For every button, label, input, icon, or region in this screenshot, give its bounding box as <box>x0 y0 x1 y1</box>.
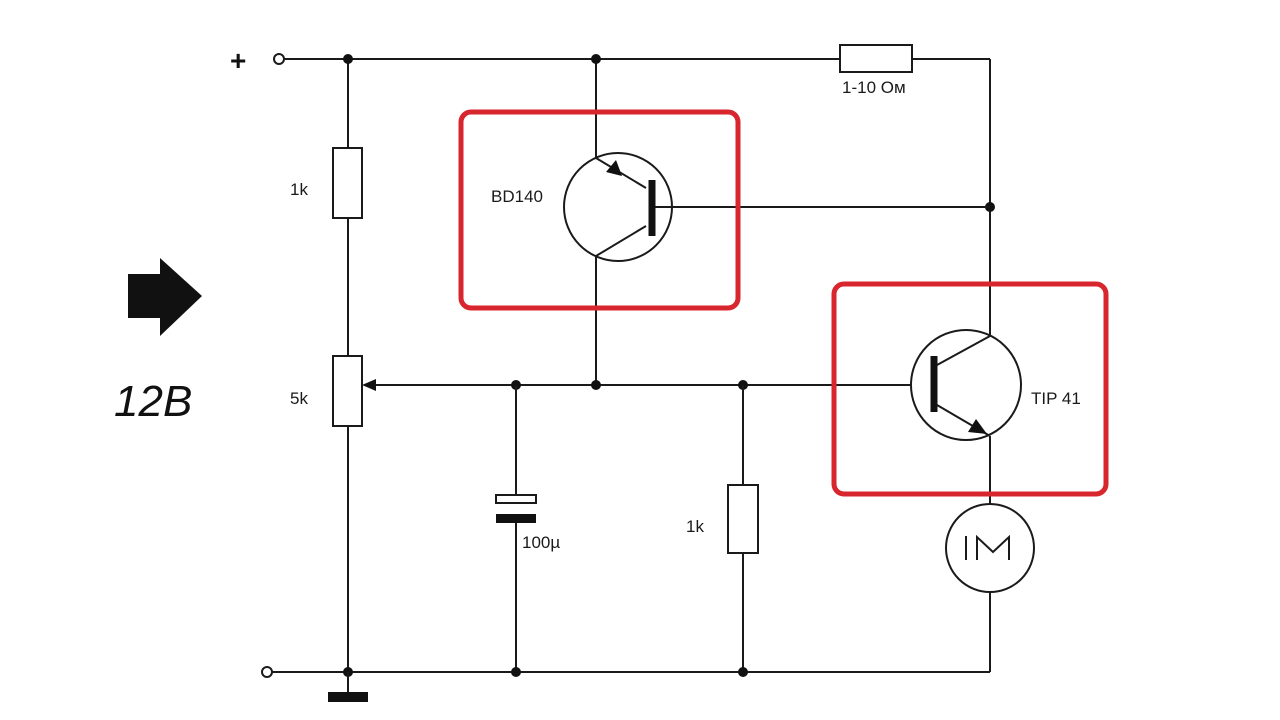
bd140-emitter-arrow-icon <box>606 160 622 176</box>
junction-dot <box>591 380 601 390</box>
capacitor-plate-negative <box>496 514 536 523</box>
tip41-collector <box>936 335 991 366</box>
right-arrow-icon <box>128 258 202 336</box>
positive-terminal <box>273 53 285 65</box>
wiper-arrow-icon <box>362 379 376 391</box>
junction-dot <box>738 667 748 677</box>
voltage-label: 12B <box>114 377 192 426</box>
potentiometer-label: 5k <box>290 389 308 408</box>
capacitor-plate-positive <box>495 494 537 504</box>
bd140-emitter <box>595 157 647 189</box>
potentiometer-5k <box>332 355 363 427</box>
tip41-label: TIP 41 <box>1031 389 1081 408</box>
capacitor-label: 100µ <box>522 533 560 552</box>
bd140-collector <box>595 225 647 257</box>
junction-dot <box>591 54 601 64</box>
junction-dot <box>511 667 521 677</box>
highlight-box-tip41 <box>831 281 1109 497</box>
resistor-1k-bottom-label: 1k <box>686 517 704 536</box>
highlight-box-bd140 <box>458 109 741 311</box>
bd140-label: BD140 <box>491 187 543 206</box>
tip41-emitter-arrow-icon <box>968 419 987 434</box>
resistor-1k-top-label: 1k <box>290 180 308 199</box>
series-resistor-label: 1-10 Ом <box>842 78 906 97</box>
series-resistor <box>839 44 913 73</box>
negative-terminal <box>261 666 273 678</box>
tip41-body <box>910 329 1022 441</box>
ground-icon <box>328 692 368 702</box>
motor-symbol <box>976 534 1010 560</box>
resistor-1k-bottom <box>727 484 759 554</box>
plus-sign: + <box>230 45 246 76</box>
junction-dot <box>343 54 353 64</box>
resistor-1k-top <box>332 147 363 219</box>
